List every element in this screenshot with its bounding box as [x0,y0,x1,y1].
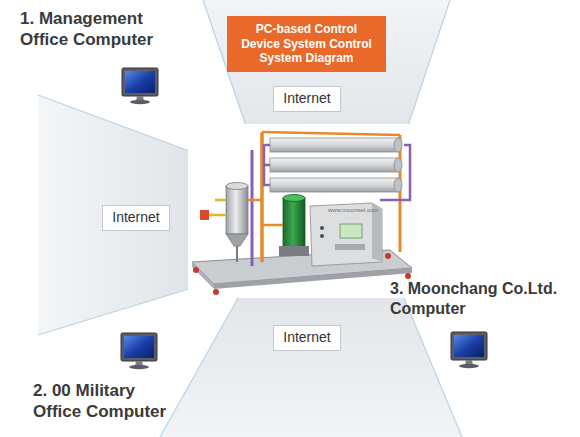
computer-label: 2. 00 Military Office Computer [33,381,183,422]
band-edge [160,298,238,437]
band-edge [404,298,462,437]
title-text: PC-based Control Device System Control S… [232,22,381,65]
network-label: Internet [283,90,330,108]
network-label: Internet [112,209,159,227]
band-edge [38,288,192,335]
computer-monitor [122,68,158,104]
band-edge [38,95,192,152]
band-edge [408,0,450,126]
network-box: Internet [273,86,340,112]
network-box: Internet [102,205,169,231]
computer-label: 3. Moonchang Co.Ltd. Computer [390,279,572,318]
network-box: Internet [273,325,340,351]
link-band [160,298,462,437]
title-box: PC-based Control Device System Control S… [227,16,386,71]
computer-label: 1. Management Office Computer [20,9,170,50]
network-label: Internet [283,329,330,347]
control-device-machine [192,132,412,295]
link-band [203,0,450,126]
computer-monitor [121,333,157,369]
watermark: www.moonset.com [328,207,378,214]
machine-ground [188,124,414,296]
computer-monitor [451,332,487,368]
link-band [38,95,192,335]
